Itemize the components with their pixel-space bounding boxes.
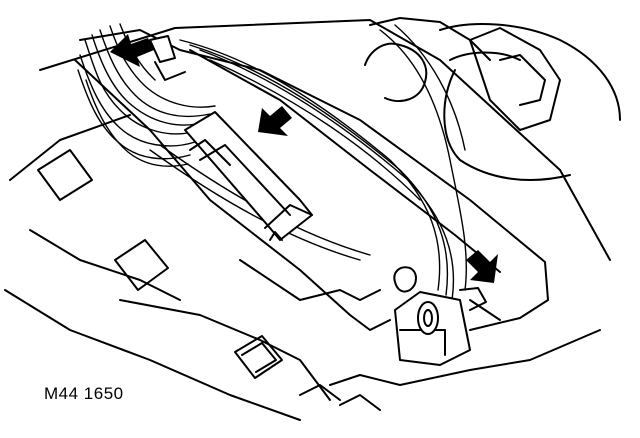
callout-arrow-bottom-right (466, 250, 498, 283)
lower-trim (299, 329, 601, 411)
harness-clip (149, 35, 186, 81)
gear-selector-housing (364, 17, 621, 181)
console-tray (4, 19, 611, 421)
switch-connector (393, 266, 501, 366)
routed-wires (149, 24, 468, 301)
harness-connector (184, 111, 313, 241)
callout-arrow-center (258, 106, 292, 136)
wire-harness-bundle (77, 23, 216, 167)
panel-recesses (37, 149, 283, 379)
callout-arrow-top-left (110, 34, 154, 67)
figure-reference-code: M44 1650 (44, 384, 124, 403)
